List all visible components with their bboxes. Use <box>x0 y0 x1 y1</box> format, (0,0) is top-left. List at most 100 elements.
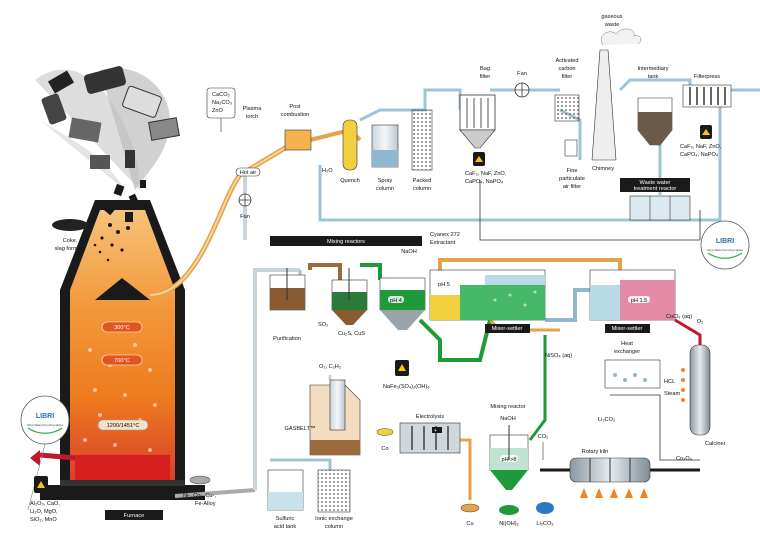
mixer-settler-2: pH 1.5 Mixer-settler CoCl₂ (aq) <box>589 269 692 333</box>
activated-carbon-filter: Activated carbon filter Fine particulate… <box>554 58 585 190</box>
slag-text-2: Li₂O, MgO, <box>30 509 58 515</box>
alloy-text-1: Ni-, Co-, Cu-, <box>183 493 216 499</box>
slag-drum: Al₂O₃, CaO, Li₂O, MgO, SiO₂, MnO <box>30 476 60 523</box>
chimney: Chimney gaseous waste <box>591 14 642 172</box>
mixing-reactor-1: Purification <box>269 268 306 342</box>
spray-label-1: Spray <box>378 178 393 184</box>
purification-label: Purification <box>273 336 301 342</box>
filterpress-product-1: CaF₂, NaF, ZnO, <box>680 144 722 150</box>
additives-input: CaCO₃ Na₂CO₃ ZnO <box>206 87 236 132</box>
hot-air-label: Hot air <box>240 170 257 176</box>
heat-exchanger: Heat exchanger HCL Steam <box>604 341 681 397</box>
wwt-label-1: Waste water <box>640 180 671 186</box>
plasma-label-1: Plasma <box>243 106 263 112</box>
hazard-icon <box>37 481 45 488</box>
additive-3: ZnO <box>212 108 224 114</box>
electrolysis-label: Electrolysis <box>416 414 444 420</box>
cocl2-label: CoCl₂ (aq) <box>666 314 692 320</box>
additive-2: Na₂CO₃ <box>212 100 232 106</box>
libri-logo-text: LIBRI <box>36 413 54 420</box>
ph-d-label: pH 1.5 <box>631 298 647 304</box>
heat-label-1: Heat <box>621 341 633 347</box>
slag-outlet-arrow-icon <box>30 450 40 466</box>
nioh-label: Ni(OH)₂ <box>499 521 519 527</box>
rotary-label: Rotary kiln <box>582 449 608 455</box>
furnace-temp-top: 300°C <box>114 325 130 331</box>
mixing-reactor-2: SO₂ Cu₂S, CuS <box>318 268 368 337</box>
libri-logo-left: LIBRI Lithium Battery Recycling Initiati… <box>20 395 70 445</box>
fine-filter-label-3: air filter <box>563 184 581 190</box>
rotary-kiln: Li₂CO₃ Rotary kiln <box>569 417 651 498</box>
cu-ingot-icon <box>460 503 480 513</box>
libri-logo-subtext: Lithium Battery Recycling Initiative <box>27 424 64 427</box>
co3o4-label: Co₃O₄ <box>676 456 693 462</box>
slag-text-1: Al₂O₃, CaO, <box>30 501 60 507</box>
bag-filter-label-1: Bag <box>480 66 490 72</box>
intermediary-label-1: Intermediary <box>637 66 668 72</box>
post-combustion-label-2: combustion <box>281 112 310 118</box>
chimney-label: Chimney <box>592 166 614 172</box>
intermediary-tank: Intermediary tank <box>637 66 673 146</box>
slag-formers-label: slag formers <box>55 246 86 252</box>
filterpress-label: Filterpress <box>694 74 720 80</box>
quench-label: Quench <box>340 178 360 184</box>
ph-a-label: pH 4 <box>390 298 402 304</box>
fine-filter-label-2: particulate <box>559 176 585 182</box>
niso4-label: NiSO₄ (aq) <box>545 353 572 359</box>
fan2-label: Fan <box>517 71 527 77</box>
libri-logo-subtext: Lithium Battery Recycling Initiative <box>707 249 744 252</box>
hazard-icon <box>475 156 483 162</box>
heat-label-2: exchanger <box>614 349 640 355</box>
battery-scrap-feed: Coke, slag formers <box>35 66 180 262</box>
co2-label: CO₂ <box>538 434 549 440</box>
mixer-settler-2-label: Mixer-settler <box>612 326 643 332</box>
cu-product-label: Cu₂S, CuS <box>338 331 365 337</box>
bag-filter-label-2: filter <box>480 74 491 80</box>
so2-label: SO₂ <box>318 322 328 328</box>
cyanex-label-2: Extractant <box>430 240 456 246</box>
h2o-label: H₂O <box>322 168 333 174</box>
li2co3-label: Li₂CO₃ <box>536 521 553 527</box>
nioh-pile-icon <box>499 505 519 515</box>
coke-label: Coke, <box>63 238 78 244</box>
gaseous-waste-label-2: waste <box>604 22 620 28</box>
alloy-text-2: Fe-Alloy <box>195 501 216 507</box>
bag-product-1: CaF₂, NaF, ZnO, <box>465 171 507 177</box>
additive-1: CaCO₃ <box>212 92 230 98</box>
mixer-settler-1-label: Mixer-settler <box>492 326 523 332</box>
fan1-label: Fan <box>240 214 250 220</box>
mixing-reactor-3: NaOH pH 4 NaFe₃(SO₄)₂(OH)₆ <box>379 249 430 390</box>
libri-logo-text: LIBRI <box>716 238 734 245</box>
sulfuric-acid-tank: Sulfuric acid tank <box>267 469 304 530</box>
co-label: Co <box>381 446 388 452</box>
post-combustion-label-1: Post <box>289 104 301 110</box>
gasbelt-reactor: O₂, C₂H₂ GASBELT™ <box>285 364 361 456</box>
carbon-label-2: carbon <box>558 66 575 72</box>
gasbelt-label: GASBELT™ <box>285 426 316 432</box>
carbon-label-3: filter <box>562 74 573 80</box>
quench-tower: Quench <box>340 119 360 184</box>
furnace-temp-mid: 700°C <box>114 358 130 364</box>
intermediary-label-2: tank <box>648 74 659 80</box>
electrolysis-cell: Electrolysis + <box>399 414 461 454</box>
fine-filter-label-1: Fine <box>567 168 578 174</box>
bag-filter: Bag filter CaF₂, NaF, ZnO, CaPO₄, NaPO₄ <box>459 66 507 185</box>
li2co3-pile-icon <box>536 502 554 514</box>
hazard-icon <box>702 129 710 135</box>
waste-water-treatment: Waste water treatment reactor <box>620 178 691 221</box>
ion-exchange-column: Ionic exchange column <box>315 469 353 530</box>
mixing-reactor-4: Mixing reactor NaOH pH >8 <box>489 404 529 490</box>
spray-column: Spray column <box>371 124 399 192</box>
steam-label: Steam <box>664 391 681 397</box>
coke-pile-icon <box>52 219 88 231</box>
co-ingot-icon <box>376 428 394 436</box>
hydro-pipe-network <box>253 258 702 500</box>
gaseous-waste-label-1: gaseous <box>601 14 622 20</box>
mixing-reactors-label: Mixing reactors <box>327 239 365 245</box>
libri-logo-right: LIBRI Lithium Battery Recycling Initiati… <box>700 220 750 270</box>
o2-c2h2-label: O₂, C₂H₂ <box>319 364 341 370</box>
mixer-settler-1: pH 5 Mixer-settler <box>429 269 546 333</box>
furnace: 300°C 700°C 1200/1451°C Furnace <box>30 200 205 520</box>
packed-label-1: Packed <box>413 178 432 184</box>
filterpress: Filterpress CaF₂, NaF, ZnO, CaPO₄, NaPO₄ <box>680 74 732 158</box>
